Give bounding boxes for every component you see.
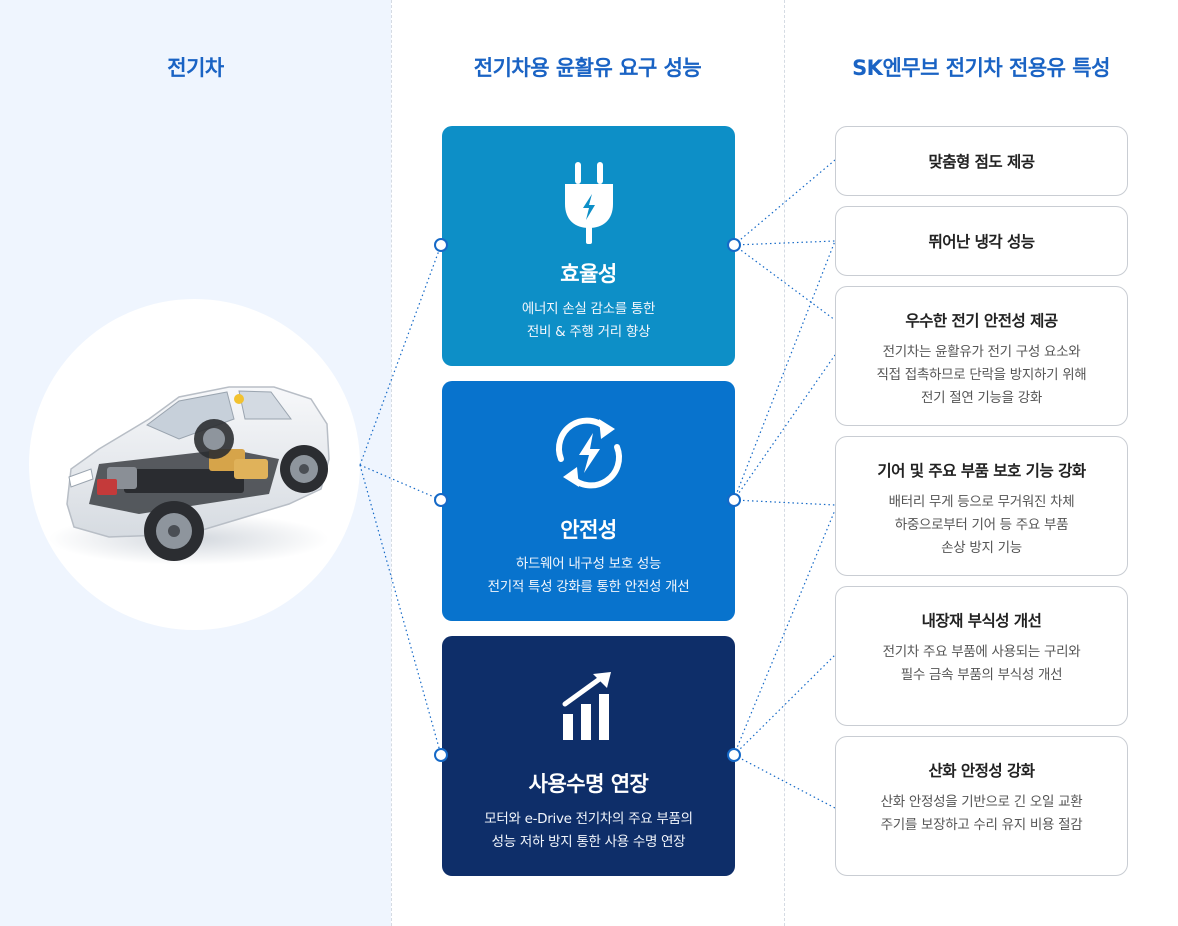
connector-dot [434,238,448,252]
feature-desc: 산화 안정성을 기반으로 긴 오일 교환 주기를 보장하고 수리 유지 비용 절… [836,791,1127,837]
requirement-card-efficiency: 효율성 에너지 손실 감소를 통한 전비 & 주행 거리 향상 [442,126,735,366]
feature-desc-line-1: 전기차는 윤활유가 전기 구성 요소와 [882,344,1081,360]
feature-box-gear-protection: 기어 및 주요 부품 보호 기능 강화 배터리 무게 등으로 무거워진 차체 하… [835,436,1128,576]
feature-title: 우수한 전기 안전성 제공 [905,312,1058,330]
feature-desc-line-1: 배터리 무게 등으로 무거워진 차체 [888,494,1075,510]
connector-dot [727,238,741,252]
electric-car-cutaway-image [49,386,330,565]
requirement-title: 사용수명 연장 [528,772,649,796]
growth-chart-icon [562,672,611,740]
connector-dot [727,748,741,762]
feature-desc-line-1: 전기차 주요 부품에 사용되는 구리와 [882,644,1081,660]
refresh-bolt-icon [555,417,622,489]
feature-title: 맞춤형 점도 제공 [928,153,1035,171]
connector-dot [434,493,448,507]
requirement-desc-line-1: 에너지 손실 감소를 통한 [521,301,656,317]
connector-dot [434,748,448,762]
feature-box-electrical-safety: 우수한 전기 안전성 제공 전기차는 윤활유가 전기 구성 요소와 직접 접촉하… [835,286,1128,426]
requirement-desc-line-2: 전기적 특성 강화를 통한 안전성 개선 [487,579,690,595]
ev-column-title: 전기차 [167,56,224,80]
plug-icon [564,162,613,244]
feature-desc-line-2: 주기를 보장하고 수리 유지 비용 절감 [880,817,1083,833]
feature-box-oxidation: 산화 안정성 강화 산화 안정성을 기반으로 긴 오일 교환 주기를 보장하고 … [835,736,1128,876]
feature-desc-line-2: 필수 금속 부품의 부식성 개선 [900,667,1063,683]
requirement-desc-line-2: 성능 저하 방지 통한 사용 수명 연장 [491,834,686,850]
feature-box-corrosion: 내장재 부식성 개선 전기차 주요 부품에 사용되는 구리와 필수 금속 부품의… [835,586,1128,726]
requirement-desc-line-1: 모터와 e-Drive 전기차의 주요 부품의 [484,811,693,827]
column-divider-left [391,0,392,926]
column-divider-right [784,0,785,926]
feature-desc-line-3: 손상 방지 기능 [941,540,1022,556]
feature-desc-line-2: 직접 접촉하므로 단락을 방지하기 위해 [876,367,1087,383]
requirement-title: 안전성 [560,518,617,542]
requirement-desc-line-1: 하드웨어 내구성 보호 성능 [515,556,662,572]
feature-title: 기어 및 주요 부품 보호 기능 강화 [877,462,1086,480]
feature-title: 뛰어난 냉각 성능 [928,233,1035,251]
connector-dot [727,493,741,507]
feature-box-viscosity: 맞춤형 점도 제공 [835,126,1128,196]
features-column-title: SK엔무브 전기차 전용유 특성 [852,56,1110,80]
feature-desc-line-1: 산화 안정성을 기반으로 긴 오일 교환 [880,794,1083,810]
requirement-card-lifespan: 사용수명 연장 모터와 e-Drive 전기차의 주요 부품의 성능 저하 방지… [442,636,735,876]
requirement-desc-line-2: 전비 & 주행 거리 향상 [526,324,651,340]
feature-title: 내장재 부식성 개선 [921,612,1042,630]
requirement-card-safety: 안전성 하드웨어 내구성 보호 성능 전기적 특성 강화를 통한 안전성 개선 [442,381,735,621]
requirement-title: 효율성 [560,262,617,286]
feature-title: 산화 안정성 강화 [928,762,1035,780]
feature-desc-line-3: 전기 절연 기능을 강화 [920,390,1043,406]
requirements-column-title: 전기차용 윤활유 요구 성능 [473,56,702,80]
feature-desc: 전기차 주요 부품에 사용되는 구리와 필수 금속 부품의 부식성 개선 [836,641,1127,687]
feature-desc: 전기차는 윤활유가 전기 구성 요소와 직접 접촉하므로 단락을 방지하기 위해… [836,341,1127,410]
feature-desc: 배터리 무게 등으로 무거워진 차체 하중으로부터 기어 등 주요 부품 손상 … [836,491,1127,560]
feature-desc-line-2: 하중으로부터 기어 등 주요 부품 [894,517,1069,533]
feature-box-cooling: 뛰어난 냉각 성능 [835,206,1128,276]
